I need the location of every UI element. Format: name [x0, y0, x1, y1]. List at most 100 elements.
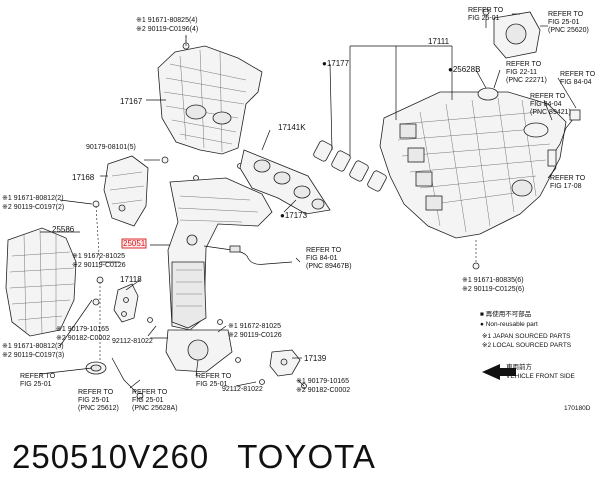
leader-lines — [39, 13, 577, 389]
label-91672-81025-b: ※1 91672-81025 — [228, 323, 281, 330]
svg-text:FIG 84-04: FIG 84-04 — [530, 101, 562, 108]
label-17111: 17111 — [428, 37, 450, 46]
svg-text:FIG 25-01: FIG 25-01 — [20, 381, 52, 388]
label-17177: ●17177 — [322, 59, 350, 68]
manifold-gasket-17173[interactable] — [239, 149, 331, 215]
svg-text:REFER TO: REFER TO — [306, 247, 342, 254]
svg-text:FIG 25-01: FIG 25-01 — [132, 397, 164, 404]
svg-text:REFER TO: REFER TO — [196, 373, 232, 380]
legend-non-reusable-jp: ■ 再使用不可部品 — [480, 309, 531, 318]
refer-r9[interactable]: REFER TO FIG 25-01 (PNC 25612) — [78, 389, 119, 412]
label-90119-c0197-2: ※2 90119-C0197(2) — [2, 204, 64, 211]
heat-insulator-upper[interactable] — [157, 45, 263, 155]
vehicle-front-arrow-icon — [482, 364, 516, 380]
svg-text:REFER TO: REFER TO — [506, 61, 542, 68]
label-90119-c0196-4: ※2 90119-C0196(4) — [136, 26, 198, 33]
footer-brand: TOYOTA — [237, 438, 376, 475]
label-90179-10165-a: ※1 90179-10165 — [56, 326, 109, 333]
throttle-body[interactable] — [482, 8, 541, 59]
svg-text:REFER TO: REFER TO — [468, 7, 504, 14]
legend-local-sourced: ※2 LOCAL SOURCED PARTS — [482, 342, 572, 349]
page-footer: 250510V260 TOYOTA — [12, 438, 404, 476]
legend-front-jp: 車両前方 — [506, 362, 533, 371]
label-90179-08101: 90179-08101(5) — [86, 144, 136, 151]
label-91671-80835-6: ※1 91671-80835(6) — [462, 277, 524, 284]
label-90179-10165-b: ※1 90179-10165 — [296, 378, 349, 385]
refer-to-notes: REFER TO FIG 25-01 REFER TO FIG 25-01 (P… — [20, 7, 596, 412]
svg-text:REFER TO: REFER TO — [78, 389, 114, 396]
label-92112-81022-a: 92112-81022 — [112, 338, 153, 345]
label-90119-c0126-a: ※2 90119-C0126 — [72, 262, 126, 269]
refer-r10[interactable]: REFER TO FIG 25-01 (PNC 25628A) — [132, 389, 178, 412]
refer-r3[interactable]: REFER TO FIG 22-11 (PNC 22271) — [506, 61, 547, 84]
refer-r1[interactable]: REFER TO FIG 25-01 — [468, 7, 504, 22]
svg-text:FIG 17-08: FIG 17-08 — [550, 183, 582, 190]
svg-text:FIG 84-04: FIG 84-04 — [560, 79, 592, 86]
refer-r4[interactable]: REFER TO FIG 84-04 — [560, 71, 596, 86]
svg-text:FIG 25-01: FIG 25-01 — [78, 397, 110, 404]
label-17173: ●17173 — [280, 211, 308, 220]
label-17118: 17118 — [120, 275, 142, 284]
intake-gasket-17177[interactable] — [313, 140, 388, 192]
label-90119-c0197-3: ※2 90119-C0197(3) — [2, 352, 64, 359]
label-17168: 17168 — [72, 173, 95, 182]
refer-r7[interactable]: REFER TO FIG 84-01 (PNC 89467B) — [306, 247, 352, 270]
stay-17139[interactable] — [269, 349, 301, 377]
label-91671-80825-4: ※1 91671-80825(4) — [136, 17, 198, 24]
refer-r11[interactable]: REFER TO FIG 25-01 — [196, 373, 232, 388]
highlight-25051[interactable] — [121, 238, 147, 249]
svg-text:(PNC 89421): (PNC 89421) — [530, 109, 571, 116]
svg-text:FIG 25-01: FIG 25-01 — [548, 19, 580, 26]
label-90182-c0002-b: ※2 90182-C0002 — [296, 387, 350, 394]
refer-r2[interactable]: REFER TO FIG 25-01 (PNC 25620) — [548, 11, 589, 34]
svg-text:REFER TO: REFER TO — [132, 389, 168, 396]
legend-non-reusable-en: ● Non-reusable part — [480, 321, 538, 328]
vacuum-hose[interactable] — [547, 109, 581, 169]
svg-text:FIG 25-01: FIG 25-01 — [468, 15, 500, 22]
svg-text:(PNC 89467B): (PNC 89467B) — [306, 263, 352, 270]
label-90119-c0125-6: ※2 90119-C0125(6) — [462, 286, 524, 293]
intake-manifold[interactable] — [379, 91, 567, 239]
legend: ■ 再使用不可部品 ● Non-reusable part ※1 JAPAN S… — [480, 309, 591, 412]
label-17141k: 17141K — [278, 123, 306, 132]
heat-insulator-17168[interactable] — [103, 155, 149, 227]
svg-text:REFER TO: REFER TO — [530, 93, 566, 100]
refer-r5[interactable]: REFER TO FIG 84-04 (PNC 89421) — [530, 93, 571, 116]
svg-text:(PNC 25628A): (PNC 25628A) — [132, 405, 178, 412]
label-91672-81025-a: ※1 91672-81025 — [72, 253, 125, 260]
diagram-id: 170180D — [564, 405, 591, 412]
legend-front-en: VEHICLE FRONT SIDE — [506, 373, 576, 380]
label-90182-c0002-a: ※2 90182-C0002 — [56, 335, 110, 342]
label-25051[interactable]: 25051 — [123, 239, 146, 248]
label-25586: 25586 — [52, 225, 75, 234]
gasket-25628b[interactable] — [477, 87, 549, 138]
footer-part-number: 250510V260 — [12, 438, 210, 475]
label-90119-c0126-b: ※2 90119-C0126 — [228, 332, 282, 339]
legend-japan-sourced: ※1 JAPAN SOURCED PARTS — [482, 333, 571, 340]
svg-text:REFER TO: REFER TO — [20, 373, 56, 380]
heat-insulator-25586[interactable] — [5, 227, 77, 337]
label-17167: 17167 — [120, 97, 143, 106]
refer-r8[interactable]: REFER TO FIG 25-01 — [20, 373, 56, 388]
svg-text:FIG 84-01: FIG 84-01 — [306, 255, 338, 262]
svg-text:FIG 22-11: FIG 22-11 — [506, 69, 537, 76]
oxygen-sensor-wire — [203, 245, 293, 265]
svg-text:FIG 25-01: FIG 25-01 — [196, 381, 228, 388]
label-91671-80812-2: ※1 91671-80812(2) — [2, 195, 64, 202]
label-17139: 17139 — [304, 354, 327, 363]
exploded-parts-diagram: ※1 91671-80825(4) ※2 90119-C0196(4) 1716… — [2, 7, 596, 412]
bracket-17118[interactable] — [113, 283, 139, 323]
label-91671-80812-3: ※1 91671-80812(3) — [2, 343, 64, 350]
svg-text:(PNC 22271): (PNC 22271) — [506, 77, 547, 84]
exhaust-manifold-converter[interactable] — [165, 177, 273, 373]
svg-text:REFER TO: REFER TO — [548, 11, 584, 18]
svg-text:REFER TO: REFER TO — [550, 175, 586, 182]
svg-text:(PNC 25620): (PNC 25620) — [548, 27, 589, 34]
lower-gaskets[interactable] — [85, 200, 480, 400]
refer-r6[interactable]: REFER TO FIG 17-08 — [550, 175, 586, 190]
part-labels: ※1 91671-80825(4) ※2 90119-C0196(4) 1716… — [2, 17, 524, 394]
label-25628b: ●25628B — [448, 65, 480, 74]
svg-text:REFER TO: REFER TO — [560, 71, 596, 78]
svg-text:(PNC 25612): (PNC 25612) — [78, 405, 119, 412]
